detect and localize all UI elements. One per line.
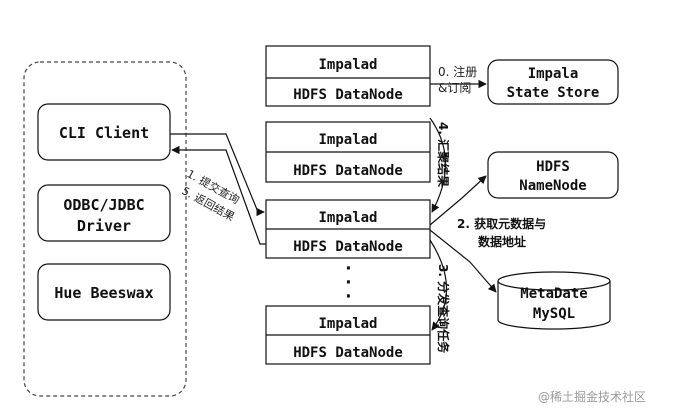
hue-beeswax-box: Hue Beeswax	[37, 263, 171, 321]
impalad-label: Impalad	[318, 57, 377, 73]
metastore-line2: MySQL	[533, 306, 575, 322]
impala-state-store-box: Impala State Store	[487, 59, 619, 105]
namenode-line2: NameNode	[519, 178, 586, 194]
impalad-node-coordinator: Impalad HDFS DataNode	[265, 199, 431, 259]
fetch-metadata-label-line1: 2. 获取元数据与	[457, 216, 546, 231]
aggregate-results-arrow	[429, 117, 447, 213]
impalad-node-2: Impalad HDFS DataNode	[265, 121, 431, 183]
hdfs-datanode-label: HDFS DataNode	[293, 239, 403, 255]
hdfs-namenode-box: HDFS NameNode	[487, 151, 619, 199]
impalad-node-1: Impalad HDFS DataNode	[265, 45, 431, 107]
namenode-line1: HDFS	[536, 159, 570, 175]
hdfs-datanode-label: HDFS DataNode	[293, 163, 403, 179]
submit-query-arrow	[170, 133, 265, 217]
impalad-label: Impalad	[318, 316, 377, 332]
hue-beeswax-label: Hue Beeswax	[54, 284, 153, 302]
impalad-node-4: Impalad HDFS DataNode	[265, 305, 431, 365]
cli-client-box: CLI Client	[37, 103, 171, 161]
odbc-jdbc-driver-box: ODBC/JDBC Driver	[37, 184, 171, 242]
fetch-metastore-arrow	[429, 229, 497, 293]
ellipsis-dot: ·	[343, 258, 354, 279]
register-label-line1: 0. 注册	[438, 64, 477, 79]
ellipsis-dot: ·	[343, 286, 354, 307]
impalad-label: Impalad	[318, 210, 377, 226]
cli-client-label: CLI Client	[59, 124, 149, 142]
watermark: @稀土掘金技术社区	[538, 389, 646, 404]
distribute-query-arrow	[429, 239, 448, 331]
hdfs-datanode-label: HDFS DataNode	[293, 345, 403, 361]
metastore-database-cylinder: MetaDate MySQL	[497, 271, 611, 330]
odbc-jdbc-label: ODBC/JDBC	[63, 196, 144, 214]
state-store-line1: Impala	[528, 66, 579, 82]
distribute-query-label: 3. 分发查询任务	[436, 264, 451, 354]
hdfs-datanode-label: HDFS DataNode	[293, 87, 403, 103]
driver-label: Driver	[77, 217, 131, 235]
aggregate-results-label: 4. 汇聚结果	[436, 122, 451, 187]
fetch-namenode-arrow	[429, 175, 487, 226]
client-group-boundary	[23, 61, 187, 397]
fetch-metadata-label-line2: 数据地址	[478, 234, 526, 249]
impalad-label: Impalad	[318, 132, 377, 148]
ellipsis-dot: ·	[343, 272, 354, 293]
state-store-line2: State Store	[507, 85, 600, 101]
return-results-arrow	[171, 145, 266, 245]
metastore-line1: MetaDate	[520, 286, 587, 302]
register-label-line2: &订阅	[438, 81, 471, 95]
